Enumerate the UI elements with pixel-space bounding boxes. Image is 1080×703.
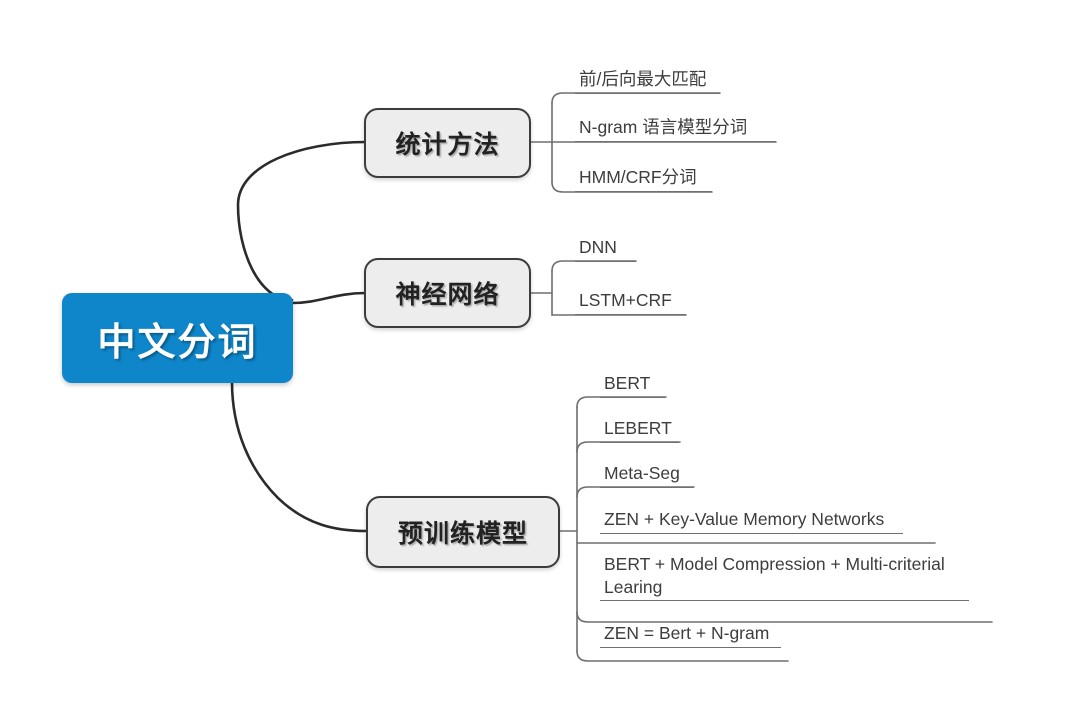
leaf-node-pretrained-1-label: BERT	[604, 373, 651, 393]
leaf-node-pretrained-6-label: ZEN = Bert + N-gram	[604, 623, 770, 643]
leaf-node-pretrained-2[interactable]: LEBERT	[600, 417, 682, 443]
edge-pretrained-leaf-1	[576, 396, 667, 408]
leaf-underline	[600, 486, 693, 488]
edge-root-to-neural	[290, 291, 368, 305]
edge-pretrained-leaf-5	[576, 611, 993, 623]
leaf-node-pretrained-3[interactable]: Meta-Seg	[600, 462, 696, 488]
leaf-node-pretrained-4-label: ZEN + Key-Value Memory Networks	[604, 509, 885, 529]
leaf-node-statistical-3-label: HMM/CRF分词	[579, 167, 697, 187]
leaf-underline	[600, 532, 903, 534]
leaf-node-neural-1-label: DNN	[579, 237, 617, 257]
leaf-node-statistical-1-label: 前/后向最大匹配	[579, 69, 707, 89]
root-node[interactable]: 中文分词	[62, 293, 293, 383]
leaf-underline	[600, 646, 781, 648]
branch-node-statistical-label: 统计方法	[395, 131, 500, 159]
edge-pretrained-leaf-3	[576, 486, 695, 498]
edge-statistical-leaf-1	[551, 92, 721, 104]
leaf-underline	[575, 260, 636, 262]
branch-node-pretrained[interactable]: 预训练模型	[366, 496, 560, 568]
leaf-node-statistical-3[interactable]: HMM/CRF分词	[575, 166, 715, 192]
branch-node-neural[interactable]: 神经网络	[364, 258, 531, 328]
leaf-underline	[600, 599, 969, 601]
leaf-node-neural-2[interactable]: LSTM+CRF	[575, 289, 689, 315]
root-node-label: 中文分词	[97, 321, 258, 364]
leaf-node-statistical-2-label: N-gram 语言模型分词	[579, 117, 748, 137]
branch-node-statistical[interactable]: 统计方法	[364, 108, 531, 178]
edge-pretrained-leaf-6	[576, 650, 789, 662]
edge-root-to-pretrained	[230, 380, 368, 533]
leaf-node-neural-1[interactable]: DNN	[575, 236, 639, 262]
edge-pretrained-leaf-2	[576, 441, 681, 453]
leaf-underline	[600, 441, 679, 443]
leaf-node-pretrained-1[interactable]: BERT	[600, 372, 668, 398]
leaf-node-statistical-2[interactable]: N-gram 语言模型分词	[575, 116, 779, 142]
leaf-node-pretrained-5[interactable]: BERT + Model Compression + Multi-criteri…	[600, 553, 972, 601]
leaf-underline	[600, 396, 665, 398]
leaf-node-pretrained-3-label: Meta-Seg	[604, 463, 680, 483]
edge-neural-leaf-1	[551, 260, 637, 272]
leaf-node-neural-2-label: LSTM+CRF	[579, 290, 672, 310]
branch-node-neural-label: 神经网络	[395, 281, 500, 309]
branch-node-pretrained-label: 预训练模型	[397, 520, 528, 548]
leaf-node-pretrained-6[interactable]: ZEN = Bert + N-gram	[600, 622, 784, 648]
leaf-node-pretrained-2-label: LEBERT	[604, 418, 672, 438]
leaf-underline	[575, 190, 712, 192]
leaf-node-statistical-1[interactable]: 前/后向最大匹配	[575, 68, 723, 94]
edge-root-to-statistical	[236, 140, 368, 302]
leaf-underline	[575, 92, 720, 94]
leaf-node-pretrained-4[interactable]: ZEN + Key-Value Memory Networks	[600, 508, 906, 534]
leaf-node-pretrained-5-label: BERT + Model Compression + Multi-criteri…	[604, 554, 945, 597]
leaf-underline	[575, 140, 776, 142]
leaf-underline	[575, 313, 686, 315]
